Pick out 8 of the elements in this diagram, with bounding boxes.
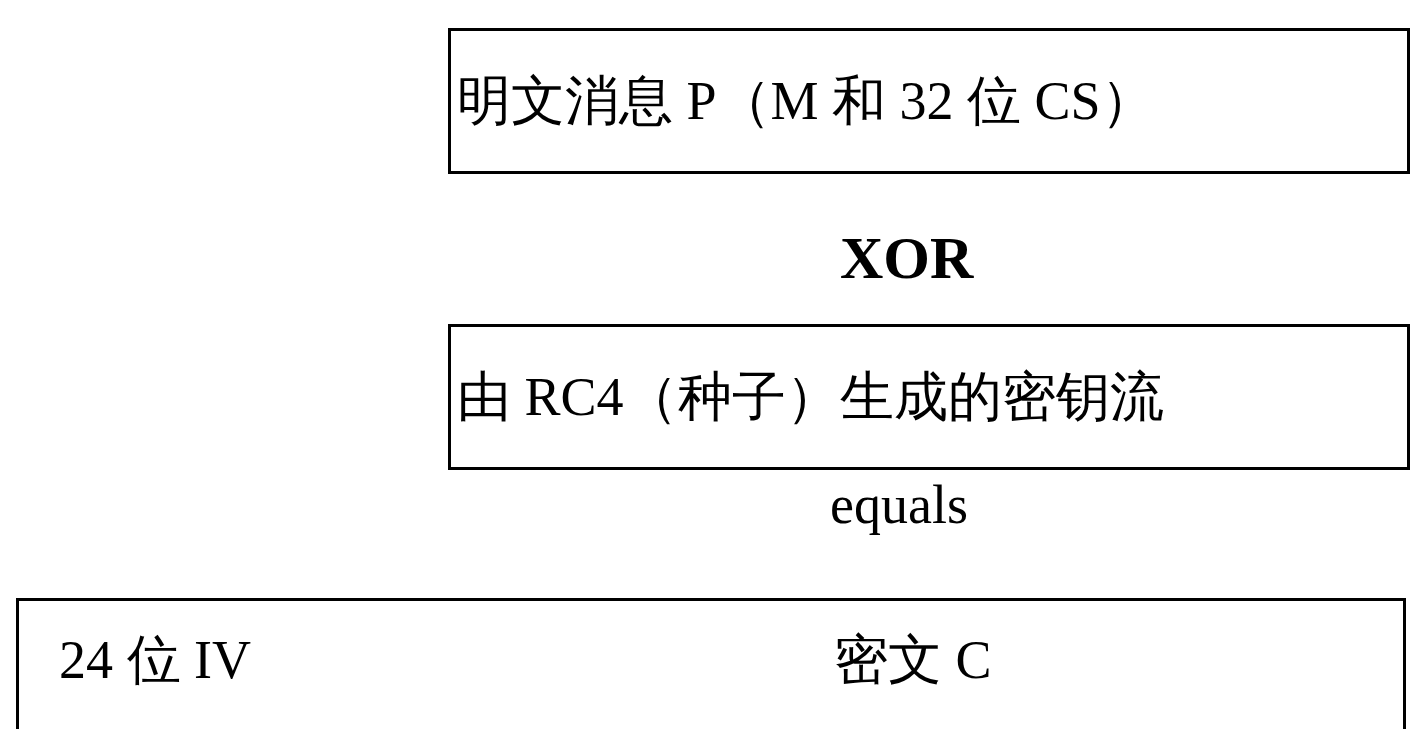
box-text: 由 RC4（种子）生成的密钥流	[457, 370, 1164, 424]
process-box	[448, 28, 1410, 174]
box-text: 明文消息 P（M 和 32 位 CS）	[457, 74, 1155, 128]
box-text: 密文 C	[834, 633, 992, 687]
operator-label: XOR	[840, 228, 974, 288]
box-text: 24 位 IV	[59, 633, 251, 687]
process-box	[448, 324, 1410, 470]
result-box	[16, 598, 1406, 729]
